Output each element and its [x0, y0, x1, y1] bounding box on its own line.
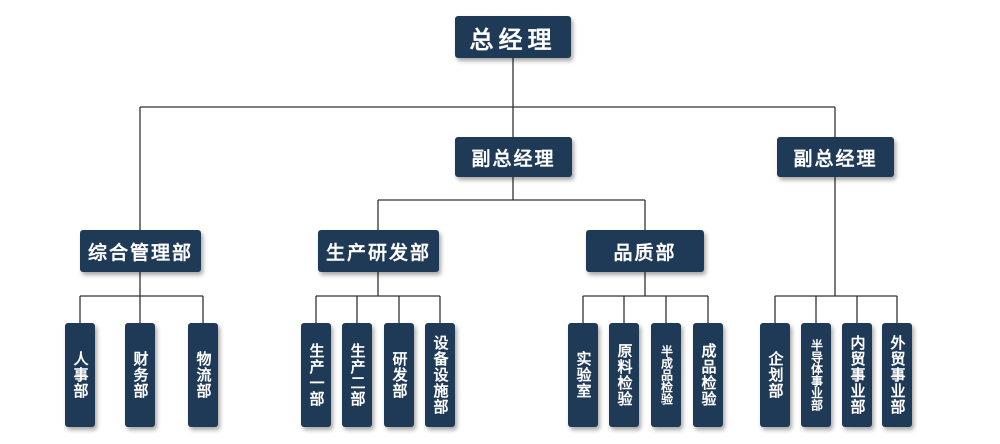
vice-gm-box-1: 副总经理	[455, 137, 572, 177]
sub-semi-inspection-box: 半成品检验	[651, 323, 681, 427]
dept-admin-box: 综合管理部	[80, 230, 201, 272]
sub-production-2-box: 生产二部	[342, 323, 372, 427]
sub-foreign-trade-box: 外贸事业部	[882, 323, 912, 427]
sub-planning-box: 企划部	[760, 323, 790, 427]
sub-raw-inspection-box: 原料检验	[609, 323, 639, 427]
dept-quality-box: 品质部	[586, 230, 704, 272]
sub-research-box: 研发部	[384, 323, 414, 427]
vice-gm-box-2: 副总经理	[777, 137, 894, 177]
sub-equipment-box: 设备设施部	[425, 323, 455, 427]
sub-production-1-box: 生产一部	[301, 323, 331, 427]
sub-domestic-trade-box: 内贸事业部	[842, 323, 872, 427]
sub-lab-box: 实验室	[568, 323, 598, 427]
sub-semiconductor-box: 半导体事业部	[801, 323, 831, 427]
sub-finance-box: 财务部	[125, 323, 155, 427]
sub-logistics-box: 物流部	[188, 323, 218, 427]
sub-hr-box: 人事部	[65, 323, 95, 427]
sub-final-inspection-box: 成品检验	[693, 323, 723, 427]
general-manager-box: 总经理	[455, 16, 571, 58]
dept-rnd-box: 生产研发部	[318, 230, 439, 272]
